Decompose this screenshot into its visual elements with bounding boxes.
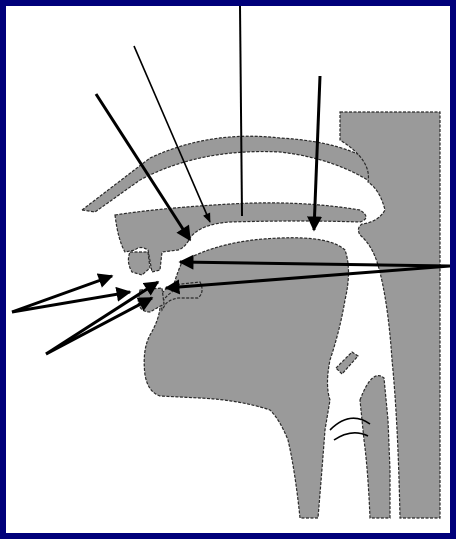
vocal-tract-diagram: [6, 6, 450, 533]
tongue-and-mandible: [144, 238, 348, 518]
epiglottis: [336, 352, 358, 374]
pointer-upper-lip-from-left: [12, 276, 112, 312]
anatomy: [82, 112, 440, 518]
larynx: [360, 376, 390, 518]
upper-lip: [128, 252, 150, 275]
diagram-frame: [6, 6, 450, 533]
pointer-lower-lip-from-left: [12, 292, 130, 312]
pointer-lower-teeth-from-left-2: [46, 298, 152, 354]
pointer-alveolar-ridge: [134, 46, 210, 222]
pointer-hard-palate: [240, 6, 242, 216]
